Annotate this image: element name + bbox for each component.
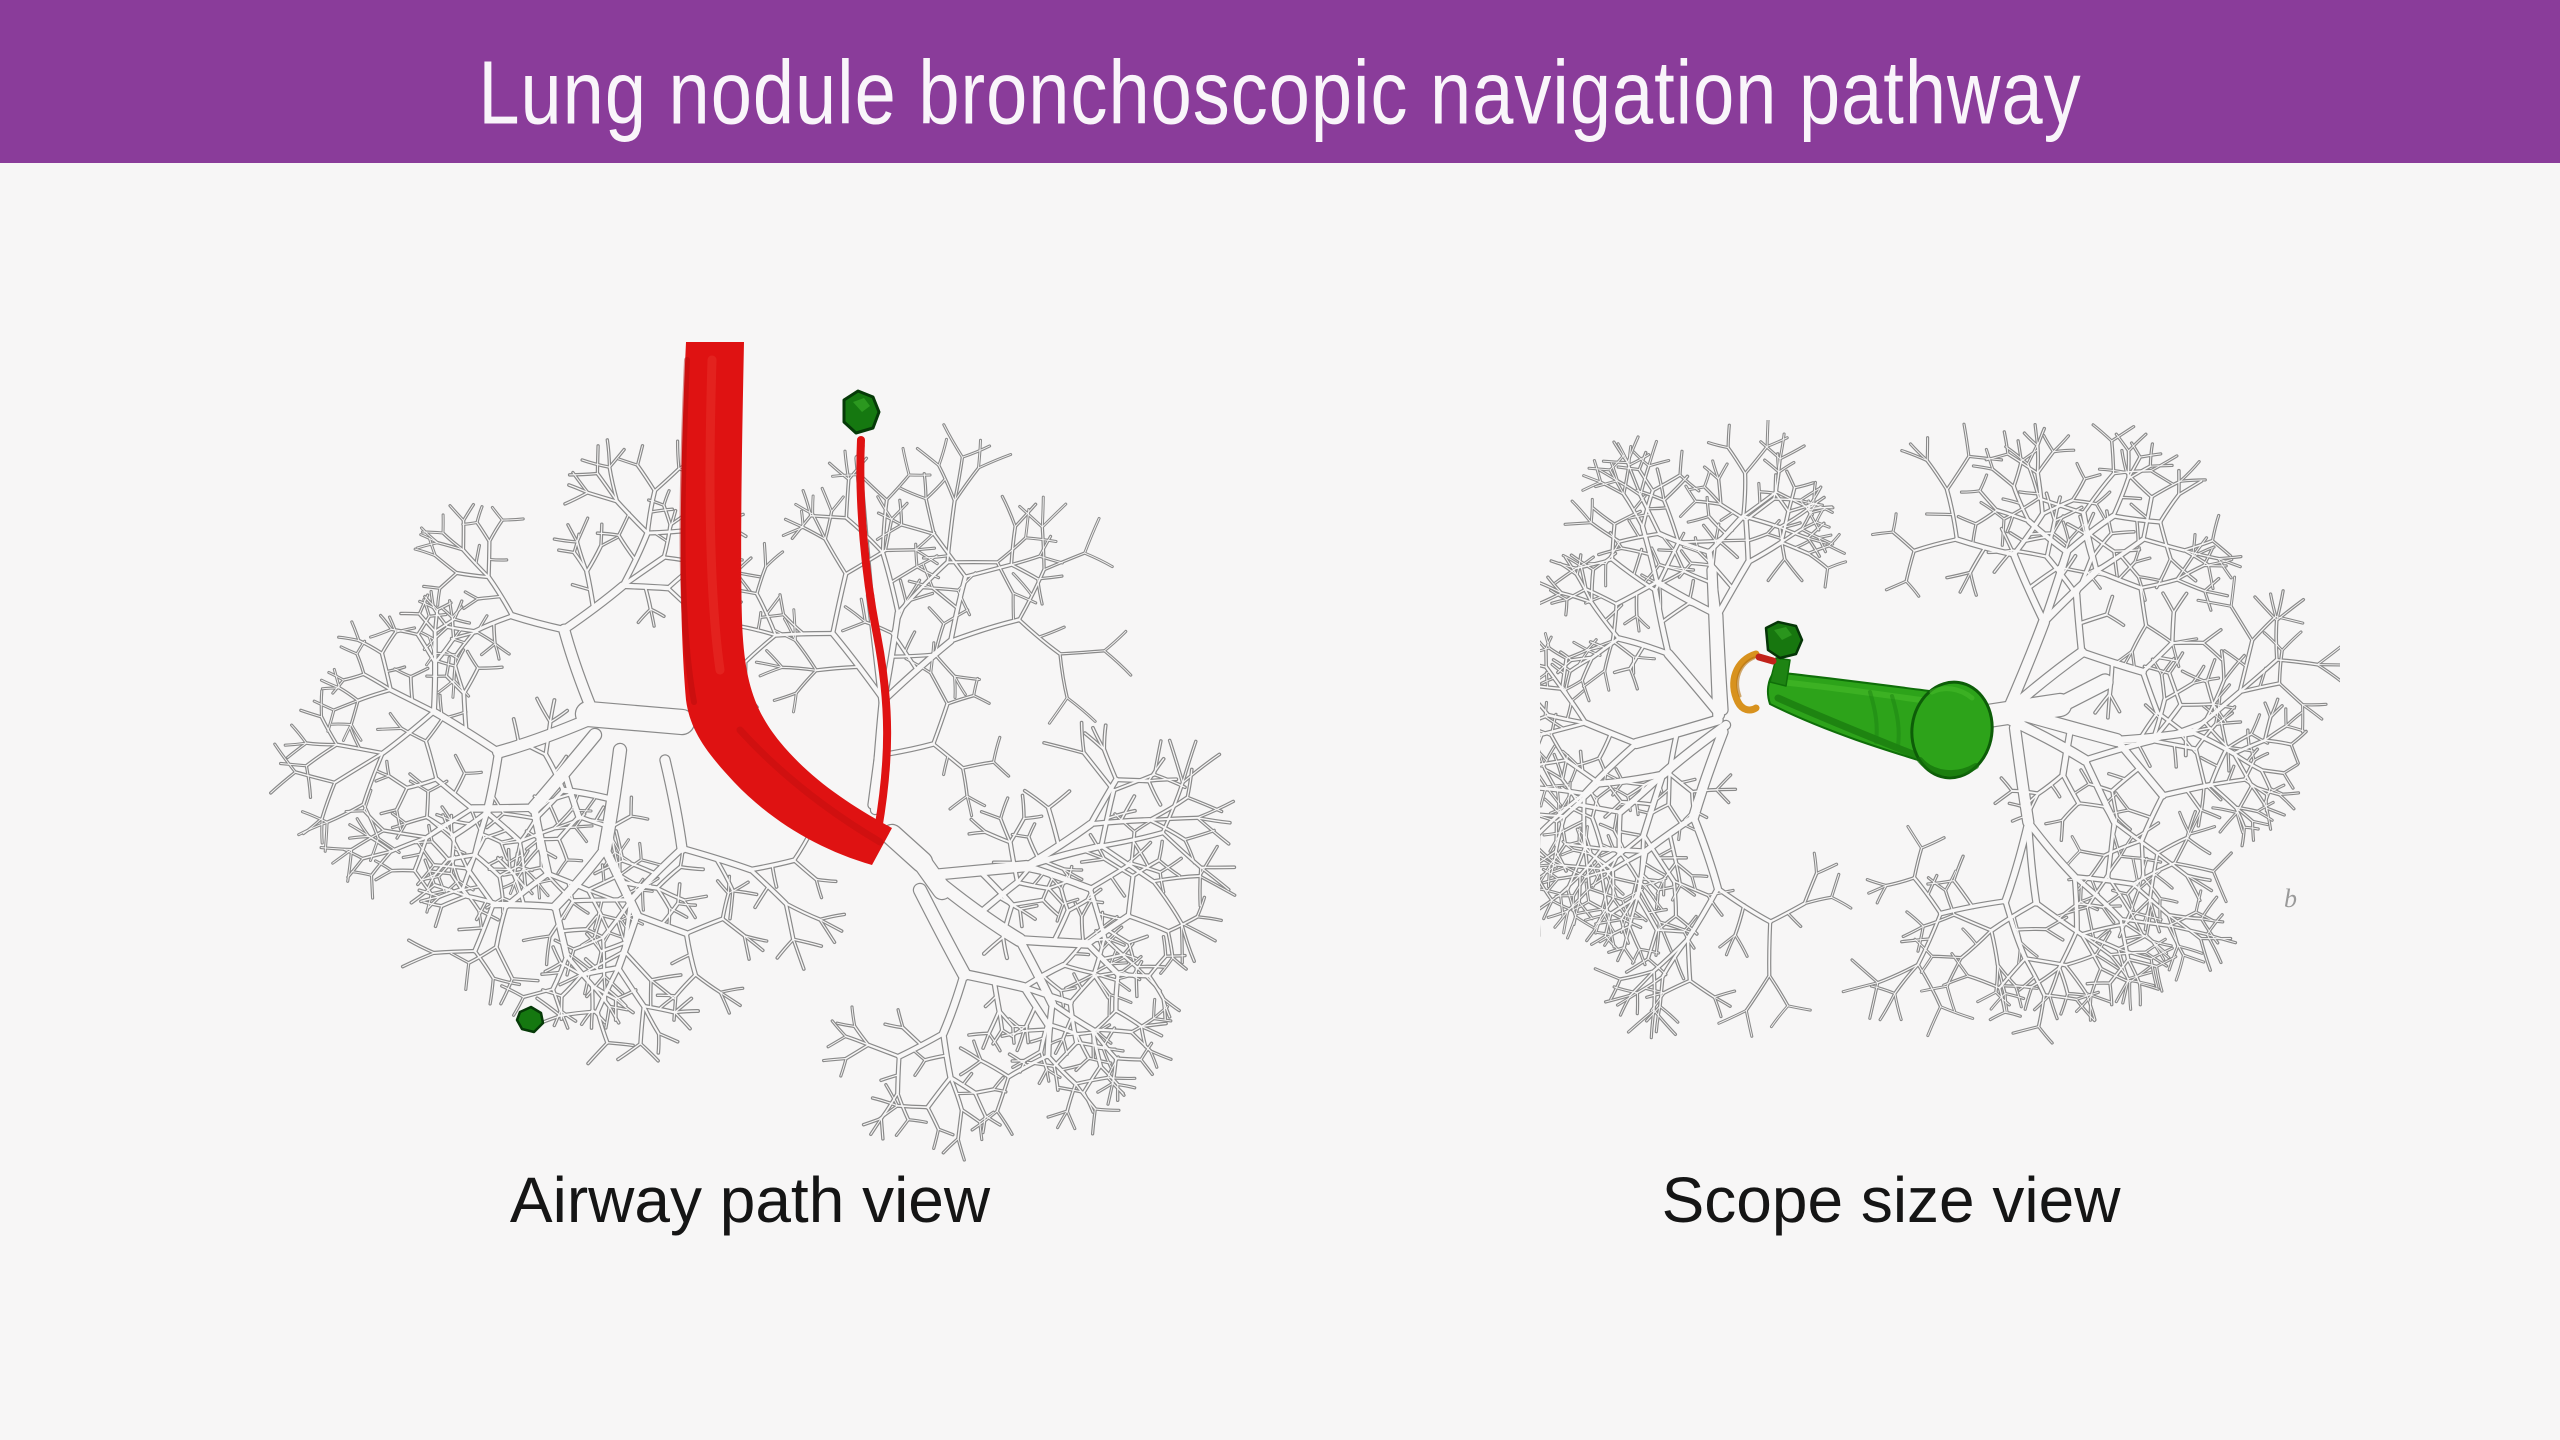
trachea-highlight [705, 355, 725, 675]
cursor-artifact: b [2284, 884, 2297, 913]
scope-base-disc [1910, 680, 1994, 780]
navigation-path-line [856, 436, 892, 834]
nodule-marker-lower [515, 1005, 545, 1034]
scope-tube-rib [1868, 690, 1879, 744]
scope-size-caption: Scope size view [1661, 1164, 2121, 1236]
scope-bend-orange [1730, 650, 1760, 714]
scope-size-render [1540, 420, 2340, 1045]
airway-path-caption: Airway path view [509, 1164, 991, 1236]
path-curve-shading [736, 726, 884, 846]
title-bar: Lung nodule bronchoscopic navigation pat… [0, 0, 2560, 163]
nodule-highlight [1774, 627, 1792, 640]
scope-disc-highlight [1929, 686, 1975, 701]
scope-disc-rim-shadow [1917, 757, 1979, 777]
slide-title: Lung nodule bronchoscopic navigation pat… [478, 41, 2082, 144]
path-segment-red [1755, 653, 1777, 665]
scope-neck [1769, 657, 1791, 687]
bronchial-tree-left [1540, 420, 1853, 1040]
target-nodule [1764, 620, 1804, 660]
airway-path-render [269, 342, 1237, 1162]
nodule-highlight-upper [853, 398, 870, 412]
scope-bend-shading [1736, 656, 1756, 698]
airway-path-figure [220, 290, 1280, 1170]
trachea-shading [679, 357, 697, 705]
scope-tube-rib [1890, 694, 1901, 748]
scope-tube-highlight [1777, 679, 1939, 705]
trachea-path-highlight [680, 342, 892, 865]
scope-size-figure [1540, 420, 2340, 1120]
bronchial-tree-left-lung [269, 438, 847, 1066]
bronchial-tree-right [1841, 422, 2340, 1045]
target-nodule-upper [842, 389, 881, 435]
